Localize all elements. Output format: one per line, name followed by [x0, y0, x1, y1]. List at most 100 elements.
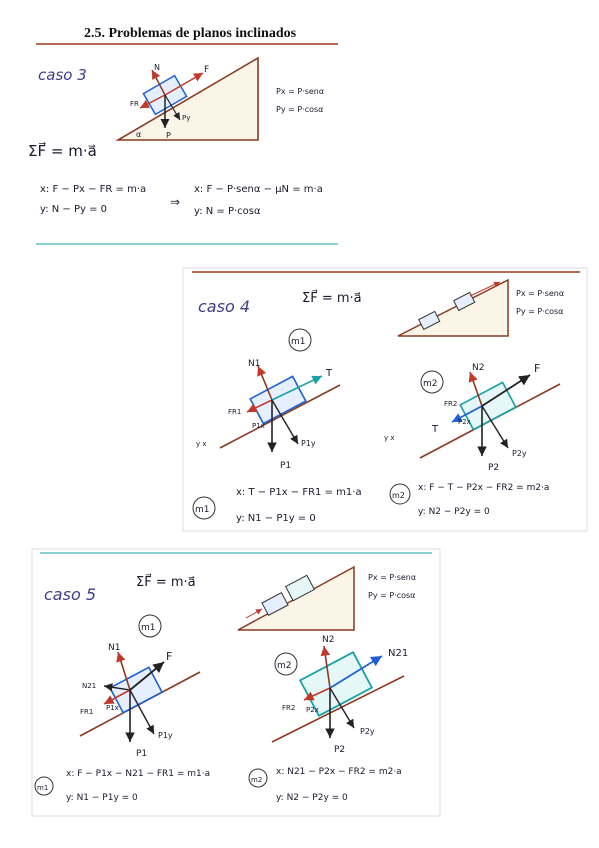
caso4-m2-N-arrow	[468, 371, 483, 407]
caso4-m2-P-label: P2	[488, 463, 499, 473]
caso3-P-label: P	[166, 131, 171, 140]
caso3-N-arrow	[151, 69, 166, 96]
caso5-component-y: Py = P·cosα	[368, 591, 415, 600]
caso5-m2-Px-label: P2x	[306, 706, 319, 714]
caso4-eq-m1-y: y: N1 − P1y = 0	[236, 513, 316, 524]
caso4-eq-m1-circle	[192, 496, 216, 520]
caso3-component-y: Py = P·cosα	[276, 105, 323, 114]
caso3-eq-y: y: N − Py = 0	[40, 204, 107, 215]
caso3-component-x: Px = P·senα	[276, 87, 324, 96]
caso5-eq-m2-y: y: N2 − P2y = 0	[276, 793, 348, 803]
caso5-eq-m2-x: x: N21 − P2x − FR2 = m2·a	[276, 767, 402, 777]
caso4-m1-N-arrow	[257, 365, 273, 401]
caso4-m1-T-label: T	[325, 368, 333, 379]
caso5-m1-F-label: F	[166, 650, 172, 663]
caso5-component-x: Px = P·senα	[368, 573, 416, 582]
caso3-Py-arrow	[164, 94, 181, 121]
caso4-mini-block1	[418, 310, 441, 331]
caso4-axes-2: y x	[384, 434, 395, 442]
caso5-m2-P-label: P2	[334, 745, 345, 755]
caso4-label: caso 4	[198, 297, 250, 316]
caso5-m2-Py-label: P2y	[360, 727, 375, 736]
caso4-eq-m2-x: x: F − T − P2x − FR2 = m2·a	[418, 483, 549, 493]
caso4-sum-eq: ΣF⃗ = m·a⃗	[302, 290, 362, 306]
caso4-m2-FR-label: FR2	[444, 400, 457, 408]
caso5-eq-m1-circle	[34, 776, 54, 796]
caso4-m1-FR-label: FR1	[228, 408, 241, 416]
caso3-N-label: N	[154, 63, 160, 72]
caso4-mini-F	[469, 281, 501, 297]
caso5-m2-N21-label: N21	[388, 648, 408, 659]
caso5-m2-FR-arrow	[303, 687, 331, 701]
caso4-eq-m1-tag: m1	[195, 505, 210, 515]
caso5-m1-Py-arrow	[129, 689, 155, 735]
caso4-m2-T-label: T	[431, 424, 439, 435]
caso5-eq-m1-tag: m1	[37, 784, 48, 792]
caso5-m1-block	[108, 666, 164, 714]
caso5-sum-eq: ΣF⃗ = m·a⃗	[136, 574, 196, 590]
caso4-m2-Px-label: P2x	[458, 418, 471, 426]
caso5-eq-m2-circle	[248, 768, 268, 788]
caso5-eq-m1-y: y: N1 − P1y = 0	[66, 793, 138, 803]
caso4-m1-tag: m1	[291, 337, 306, 347]
caso5-m2-N21-arrow	[329, 655, 383, 689]
caso4-eq-m2-tag: m2	[392, 491, 405, 500]
caso5-mini-F	[245, 608, 263, 619]
caso4-m1-T-arrow	[271, 375, 323, 401]
caso4-m2-Py-arrow	[481, 405, 509, 449]
section-title: 2.5. Problemas de planos inclinados	[83, 26, 297, 41]
caso3-FR-label: FR	[130, 100, 139, 108]
caso4-m2-Py-label: P2y	[512, 449, 527, 458]
caso4-m2-T-arrow	[451, 405, 483, 423]
caso4-m1-plane	[219, 384, 341, 449]
caso5-m1-N21-label: N21	[82, 682, 96, 690]
caso4-eq-m2-y: y: N2 − P2y = 0	[418, 507, 490, 517]
caso4-m1-Py-label: P1y	[301, 439, 316, 448]
caso4-eq-m2-circle	[389, 483, 411, 505]
caso4-eq-m1-x: x: T − P1x − FR1 = m1·a	[236, 487, 362, 498]
caso3-F-label: F	[204, 65, 209, 75]
caso4-m2-tag-circle	[420, 370, 444, 394]
caso3-eq-y-right: y: N = P·cosα	[194, 206, 261, 217]
caso4-mini-block2	[453, 291, 476, 312]
caso5-m2-tag-circle	[274, 652, 298, 676]
caso5-m1-Px-label: P1x	[106, 704, 119, 712]
caso5-m1-Py-label: P1y	[158, 731, 173, 740]
caso3-alpha-label: α	[136, 130, 141, 139]
caso5-m1-P-label: P1	[136, 749, 147, 759]
caso5-frame	[31, 548, 441, 817]
caso4-m2-N-label: N2	[472, 363, 484, 373]
caso5-m1-N21-arrow	[103, 683, 131, 692]
caso4-m2-F-label: F	[534, 362, 540, 375]
caso5-m2-Py-arrow	[329, 687, 355, 729]
caso4-m1-N-label: N1	[248, 359, 260, 369]
caso4-m1-Px-label: P1x	[252, 422, 265, 430]
caso3-sum-eq: ΣF⃗ = m·a⃗	[28, 141, 97, 160]
caso5-mini-block1	[261, 591, 289, 617]
caso3-Py-label: Py	[182, 114, 190, 122]
caso4-axes-1: y x	[196, 440, 207, 448]
caso5-m1-F-arrow	[129, 661, 165, 691]
caso5-m2-N-label: N2	[322, 635, 334, 645]
caso3-eq-x-right: x: F − P·senα − μN = m·a	[194, 184, 323, 195]
caso3-label: caso 3	[38, 66, 87, 84]
caso5-eq-m1-x: x: F − P1x − N21 − FR1 = m1·a	[66, 769, 210, 779]
caso5-eq-m2-tag: m2	[251, 776, 262, 784]
caso5-m1-N-arrow	[116, 651, 131, 691]
caso5-m1-tag-circle	[138, 614, 162, 638]
caso5-m1-FR-arrow	[103, 689, 131, 705]
caso5-m2-tag: m2	[277, 661, 292, 671]
caso4-m1-tag-circle	[288, 328, 312, 352]
caso5-m2-N-arrow	[320, 645, 331, 689]
caso4-m2-tag: m2	[423, 379, 438, 389]
caso3-implies: ⇒	[170, 195, 180, 209]
caso5-m2-plane	[271, 675, 405, 743]
caso4-component-x: Px = P·senα	[516, 289, 564, 298]
caso3-F-arrow	[164, 72, 204, 96]
caso3-FR-arrow	[139, 94, 166, 109]
caso4-m1-Py-arrow	[271, 399, 299, 445]
caso5-m1-N-label: N1	[108, 643, 120, 653]
caso4-component-y: Py = P·cosα	[516, 307, 563, 316]
caso4-m2-F-arrow	[481, 374, 531, 407]
